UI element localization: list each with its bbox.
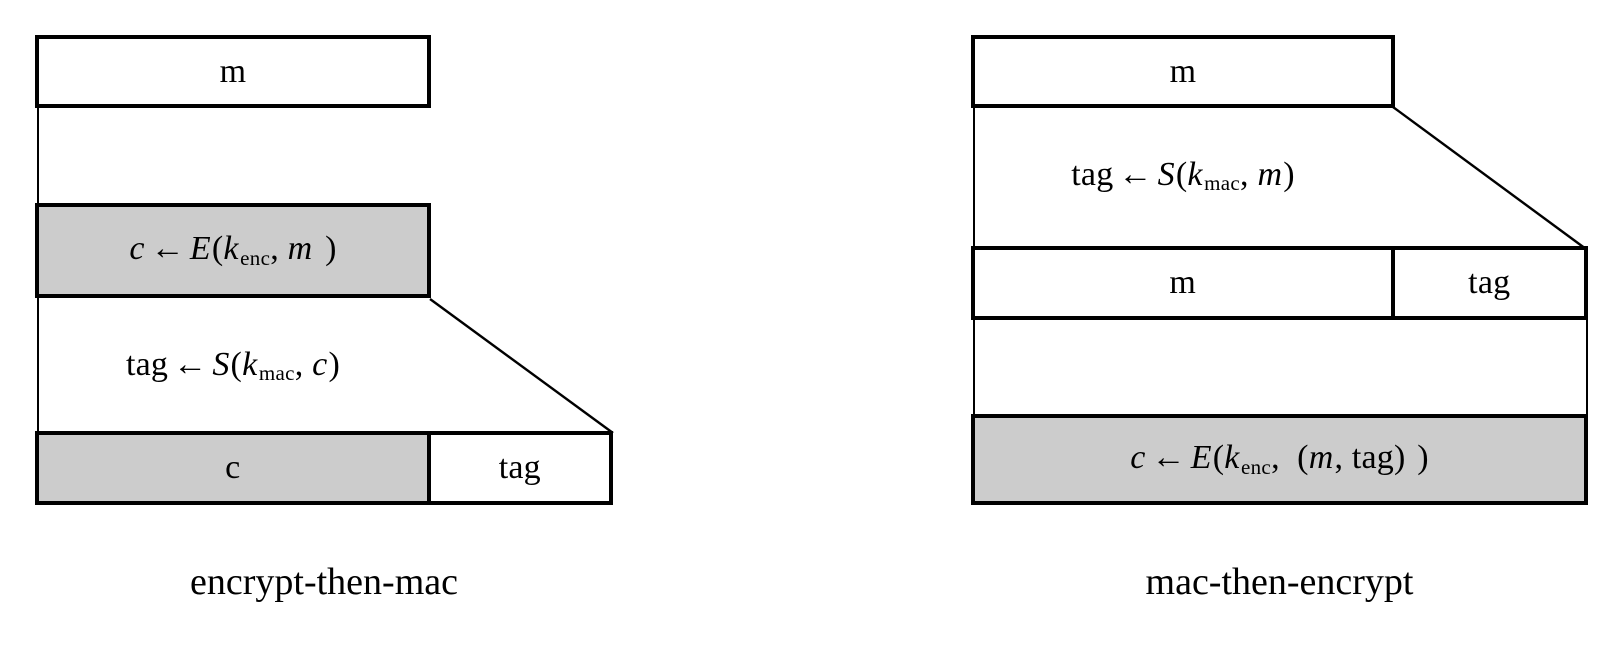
middle-tag-label: tag (1468, 264, 1511, 301)
open-paren: ( (1175, 155, 1188, 193)
input-box-message: m (35, 35, 431, 108)
mac-key-symbol: k (1187, 155, 1203, 193)
encrypt-argument-open: ( (1297, 439, 1309, 477)
encrypt-argument-comma: , (1334, 439, 1352, 477)
middle-cell-message: m (975, 250, 1391, 316)
open-paren: ( (211, 230, 224, 268)
encrypt-step-label: c←E(kenc, m ) (129, 232, 336, 269)
open-paren: ( (1212, 439, 1225, 477)
encrypt-key-subscript: enc (240, 245, 271, 270)
encrypt-step-box: c←E(kenc, m ) (35, 203, 431, 298)
middle-row: m tag (971, 246, 1588, 320)
diagram-encrypt-then-mac: m c←E(kenc, m ) tag←S(kmac, c) c tag (0, 0, 800, 648)
mac-key-subscript: mac (258, 361, 295, 386)
mac-key-subscript: mac (1204, 171, 1241, 196)
mac-step-label-wrap: tag←S(kmac, c) (35, 330, 431, 402)
encrypt-function-symbol: E (189, 230, 211, 268)
encrypt-argument-symbol: m (287, 230, 313, 268)
output-tag-label: tag (498, 449, 541, 486)
mac-result-symbol: tag (126, 345, 169, 383)
middle-cell-tag: tag (1390, 250, 1585, 316)
comma-separator: , (1240, 155, 1258, 193)
mac-key-symbol: k (242, 345, 258, 383)
assign-arrow-icon: ← (1118, 155, 1153, 193)
mac-argument-symbol: m (1257, 155, 1283, 193)
encrypt-step-label: c←E(kenc, (m, tag) ) (1130, 441, 1429, 478)
encrypt-result-symbol: c (1130, 439, 1146, 477)
mac-step-label: tag←S(kmac, c) (126, 345, 340, 386)
encrypt-key-subscript: enc (1241, 454, 1272, 479)
middle-message-label: m (1169, 264, 1197, 301)
right-rail-mte (1586, 318, 1588, 422)
encrypt-argument-close: ) (1394, 439, 1406, 477)
assign-arrow-icon: ← (173, 345, 208, 383)
mac-function-symbol: S (212, 345, 230, 383)
encrypt-argument-message: m (1308, 439, 1334, 477)
caption-mac-then-encrypt: mac-then-encrypt (1145, 561, 1414, 603)
close-paren: ) (1283, 155, 1295, 193)
close-paren: ) (316, 230, 337, 268)
output-ciphertext-label: c (225, 449, 241, 486)
input-box-label: m (219, 52, 247, 90)
input-box-message: m (971, 35, 1395, 108)
comma-separator: , (294, 345, 313, 383)
comma-separator: , (270, 230, 288, 268)
output-row: c tag (35, 431, 613, 505)
diagram-mac-then-encrypt: m tag←S(kmac, m) m tag c←E(kenc, (m, (800, 0, 1614, 648)
close-paren: ) (1408, 439, 1429, 477)
encrypt-key-symbol: k (223, 230, 239, 268)
encrypt-argument-tag: tag (1351, 439, 1395, 477)
output-cell-tag: tag (426, 435, 609, 501)
mac-step-label-wrap: tag←S(kmac, m) (971, 140, 1395, 212)
open-paren: ( (230, 345, 243, 383)
input-box-label: m (1169, 52, 1197, 90)
mac-function-symbol: S (1157, 155, 1175, 193)
encrypt-function-symbol: E (1190, 439, 1212, 477)
caption-encrypt-then-mac: encrypt-then-mac (190, 561, 458, 603)
mac-step-label: tag←S(kmac, m) (1071, 155, 1295, 196)
output-cell-ciphertext: c (39, 435, 427, 501)
mac-result-symbol: tag (1071, 155, 1114, 193)
assign-arrow-icon: ← (150, 230, 185, 268)
mac-argument-symbol: c (312, 345, 328, 383)
close-paren: ) (328, 345, 340, 383)
comma-separator: , (1271, 439, 1298, 477)
encrypt-step-box: c←E(kenc, (m, tag) ) (971, 414, 1588, 505)
assign-arrow-icon: ← (1151, 439, 1186, 477)
encrypt-result-symbol: c (129, 230, 145, 268)
encrypt-key-symbol: k (1224, 439, 1240, 477)
